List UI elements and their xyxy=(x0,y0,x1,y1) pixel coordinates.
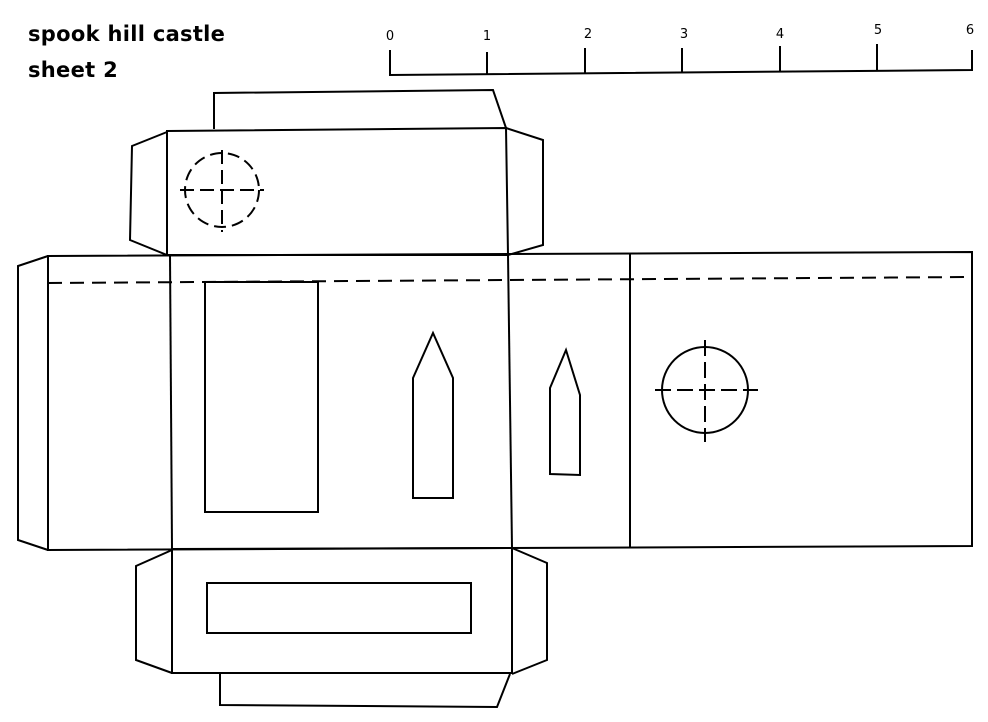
sheet-subtitle: sheet 2 xyxy=(28,58,118,82)
window-cutout xyxy=(204,281,319,513)
top-panel xyxy=(128,88,544,256)
slot-cutout xyxy=(206,582,472,634)
arrow-window-small xyxy=(549,347,581,477)
scale-ruler: 0 1 2 3 4 5 6 xyxy=(386,23,974,77)
ruler-label-1: 1 xyxy=(483,29,491,44)
arrow-window-large xyxy=(412,330,454,499)
sheet-title: spook hill castle xyxy=(28,22,226,46)
bottom-panel xyxy=(135,546,548,709)
ruler-label-5: 5 xyxy=(874,23,882,38)
ruler-label-0: 0 xyxy=(386,29,394,44)
ruler-label-6: 6 xyxy=(966,23,974,38)
ruler-label-4: 4 xyxy=(776,27,784,42)
crosshair-circle-right xyxy=(655,340,758,442)
main-strip xyxy=(17,250,973,552)
crosshair-circle-top xyxy=(180,150,264,232)
ruler-label-3: 3 xyxy=(680,27,688,42)
ruler-label-2: 2 xyxy=(584,27,592,42)
